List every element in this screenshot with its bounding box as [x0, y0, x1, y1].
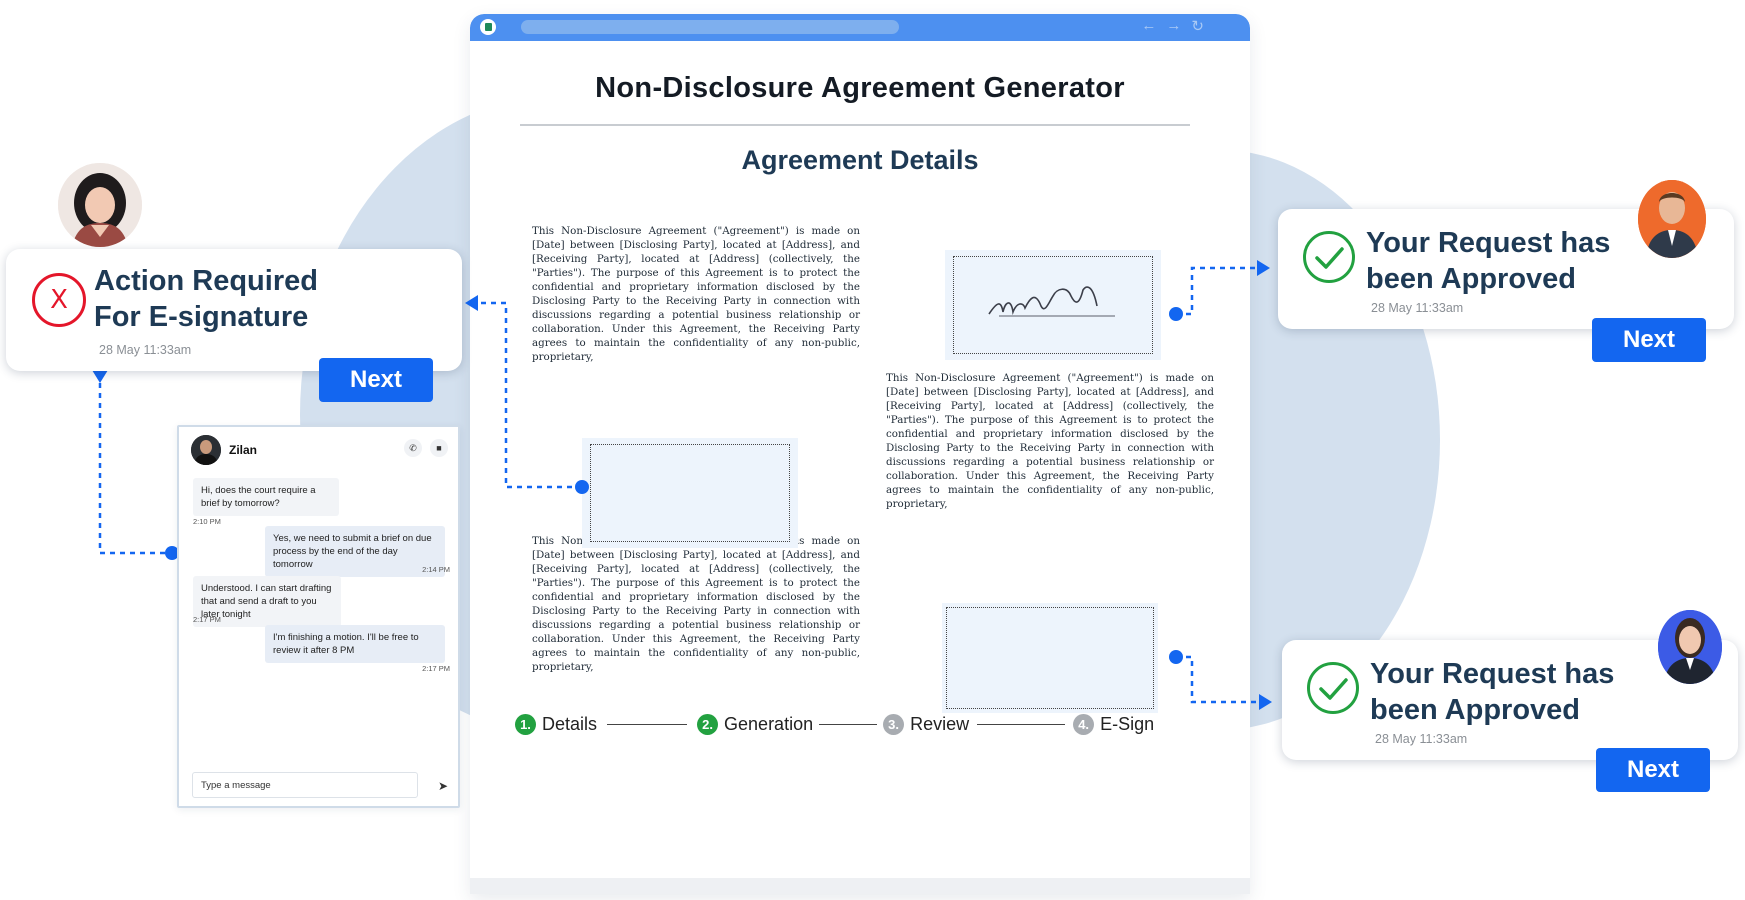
step-connector [819, 724, 878, 725]
browser-window: ← → ↻ Non-Disclosure Agreement Generator… [470, 14, 1250, 894]
arrowhead-icon [92, 370, 108, 383]
handwritten-signature [988, 286, 1115, 317]
message-time: 2:10 PM [193, 517, 221, 526]
signature-field-signed[interactable] [945, 250, 1161, 360]
card-title: Your Request has been Approved [1370, 658, 1615, 726]
card-title: Your Request has been Approved [1366, 227, 1611, 295]
step-label: Review [910, 714, 970, 734]
step-number: 2. [697, 714, 719, 735]
phone-icon[interactable]: ✆ [404, 439, 422, 457]
step-number: 3. [883, 714, 905, 735]
card-timestamp: 28 May 11:33am [1371, 301, 1464, 315]
check-circle-icon [1303, 231, 1355, 283]
incoming-message: Hi, does the court require a brief by to… [193, 478, 339, 516]
card-timestamp: 28 May 11:33am [99, 343, 192, 357]
step-label: Generation [724, 714, 814, 734]
video-camera-icon[interactable]: ■ [430, 439, 448, 457]
progress-stepper: 1. Details 2. Generation 3. Review 4. E-… [515, 714, 1154, 735]
incoming-message: Understood. I can start drafting that an… [193, 576, 341, 627]
address-bar[interactable] [521, 20, 899, 34]
step-label: E-Sign [1100, 714, 1155, 734]
x-circle-icon: X [32, 273, 86, 327]
title-divider [520, 124, 1190, 126]
browser-bottom-edge [470, 878, 1250, 894]
next-button[interactable]: Next [1596, 748, 1710, 792]
step-label: Details [542, 714, 598, 734]
step-number: 1. [515, 714, 536, 735]
woman-avatar [58, 163, 142, 247]
check-circle-icon [1307, 662, 1359, 714]
message-time: 2:17 PM [193, 615, 221, 624]
step-connector [607, 724, 688, 725]
chat-header: Zilan [191, 435, 257, 465]
man-avatar [1638, 180, 1706, 258]
step-number: 4. [1073, 714, 1095, 735]
signature-field-empty[interactable] [582, 438, 798, 548]
section-title: Agreement Details [741, 145, 979, 175]
back-arrow-icon[interactable]: ← [1141, 17, 1157, 34]
signature-field-empty[interactable] [942, 603, 1158, 713]
message-input[interactable]: Type a message [192, 772, 418, 798]
step-review[interactable]: 3. Review [883, 714, 969, 735]
outgoing-message: I'm finishing a motion. I'll be free to … [265, 625, 445, 663]
forward-arrow-icon[interactable]: → [1166, 17, 1182, 34]
step-esign[interactable]: 4. E-Sign [1073, 714, 1154, 735]
send-icon[interactable]: ➤ [437, 779, 448, 793]
agreement-clause: This Non-Disclosure Agreement ("Agreemen… [886, 372, 1214, 510]
step-generation[interactable]: 2. Generation [697, 714, 813, 735]
next-button[interactable]: Next [1592, 318, 1706, 362]
card-title: Action Required For E-signature [94, 265, 318, 333]
woman-avatar [1658, 610, 1722, 684]
action-required-card: X Action Required For E-signature 28 May… [6, 249, 462, 371]
step-connector [977, 724, 1066, 725]
next-button[interactable]: Next [319, 358, 433, 402]
reload-icon[interactable]: ↻ [1191, 18, 1204, 35]
contact-name: Zilan [229, 443, 258, 457]
approved-card: Your Request has been Approved 28 May 11… [1282, 640, 1738, 760]
document-title: Non-Disclosure Agreement Generator [595, 72, 1125, 104]
site-favicon-icon [480, 19, 496, 35]
card-timestamp: 28 May 11:33am [1375, 732, 1468, 746]
message-time: 2:17 PM [422, 664, 450, 673]
step-details[interactable]: 1. Details [515, 714, 597, 735]
message-time: 2:14 PM [422, 565, 450, 574]
chat-window: Zilan ✆ ■ Hi, does the court require a b… [177, 425, 460, 808]
agreement-clause: This Non-Disclosure Agreement ("Agreemen… [532, 535, 860, 673]
browser-toolbar: ← → ↻ [470, 14, 1250, 41]
contact-avatar [191, 435, 221, 465]
agreement-clause: This Non-Disclosure Agreement ("Agreemen… [532, 225, 860, 363]
outgoing-message: Yes, we need to submit a brief on due pr… [265, 526, 445, 577]
